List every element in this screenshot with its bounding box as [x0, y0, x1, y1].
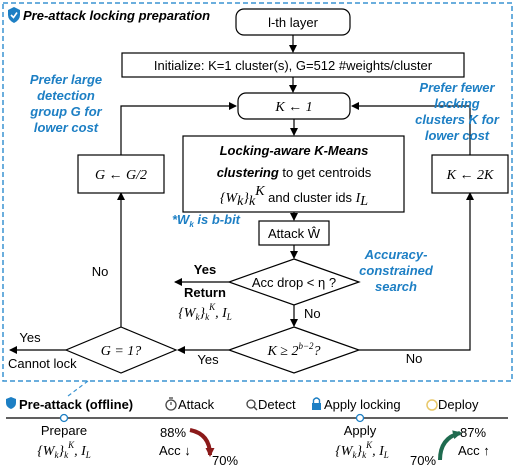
attack-arrow: [189, 428, 215, 457]
cannot-lock-label: Cannot lock: [8, 356, 77, 371]
timeline-marker-apply: [355, 413, 365, 423]
return-label: Return: [184, 285, 226, 300]
g-check-diamond: [64, 326, 178, 374]
deploy-before: 70%: [410, 453, 436, 467]
magnifier-icon: [246, 399, 258, 411]
accuracy-note-3: search: [375, 279, 417, 294]
apply-value: {Wk}kK, IL: [335, 440, 389, 460]
left-note-3: group G for: [29, 104, 102, 119]
no-label-acc: No: [304, 306, 321, 321]
yes-label-k: Yes: [197, 352, 219, 367]
right-note-2: locking: [434, 96, 480, 111]
attack-before: 88%: [160, 425, 186, 440]
yes-label-return: Yes: [194, 262, 216, 277]
accuracy-note-1: Accuracy-: [364, 247, 428, 262]
right-note-1: Prefer fewer: [419, 80, 495, 95]
lock-icon: [312, 397, 321, 410]
prepare-value: {Wk}kK, IL: [37, 440, 91, 460]
kmeans-output: {Wk}kK and cluster ids IL: [220, 184, 368, 209]
yes-label-g: Yes: [19, 330, 41, 345]
deploy-after: 87%: [460, 425, 486, 440]
return-value: {Wk}kK, IL: [178, 302, 232, 322]
g-check-label: G = 1?: [101, 344, 142, 359]
initialize-label: Initialize: K=1 cluster(s), G=512 #weigh…: [154, 58, 433, 73]
g-halve-label: G ← G/2: [95, 168, 147, 183]
initialize-box: [121, 52, 465, 78]
k-double-box: [431, 154, 509, 194]
deploy-arrow: [438, 430, 462, 461]
left-note-1: Prefer large: [30, 72, 102, 87]
g-halve-box: [77, 154, 165, 194]
right-note-4: lower cost: [425, 128, 490, 143]
accuracy-note-2: constrained: [359, 263, 434, 278]
shield-icon: [6, 397, 16, 409]
no-label-g: No: [92, 264, 109, 279]
kmeans-subtitle: clustering to get centroids: [217, 165, 372, 180]
k-check-diamond: [227, 326, 361, 374]
k-reset-label: K ← 1: [274, 100, 312, 115]
acc-drop-label: Acc drop < η ?: [252, 275, 336, 290]
right-note-3: clusters K for: [415, 112, 500, 127]
stage-detect: Detect: [258, 397, 296, 412]
k-double-label: K ← 2K: [446, 168, 494, 183]
stopwatch-icon: [165, 397, 177, 411]
kmeans-title: Locking-aware K-Means: [220, 143, 369, 158]
stage-apply-locking: Apply locking: [324, 397, 401, 412]
timeline-title: Pre-attack (offline): [19, 397, 133, 412]
no-label-k: No: [406, 351, 423, 366]
stage-attack: Attack: [178, 397, 215, 412]
attack-acc: Acc ↓: [159, 443, 191, 458]
layer-label: l-th layer: [268, 15, 319, 30]
left-note-4: lower cost: [34, 120, 99, 135]
apply-label: Apply: [344, 423, 377, 438]
timeline-marker-prepare: [59, 413, 69, 423]
prepare-label: Prepare: [41, 423, 87, 438]
attack-after: 70%: [212, 453, 238, 467]
attack-label: Attack Ŵ: [268, 226, 321, 241]
header-title: Pre-attack locking preparation: [23, 8, 210, 23]
preparation-frame: [2, 2, 513, 382]
kmeans-box: [182, 135, 405, 213]
coin-icon: [426, 399, 438, 411]
shield-icon: [8, 7, 20, 23]
stage-deploy: Deploy: [438, 397, 479, 412]
deploy-acc: Acc ↑: [458, 443, 490, 458]
left-note-2: detection: [37, 88, 95, 103]
bbit-note: *Wk is b-bit: [172, 212, 241, 229]
